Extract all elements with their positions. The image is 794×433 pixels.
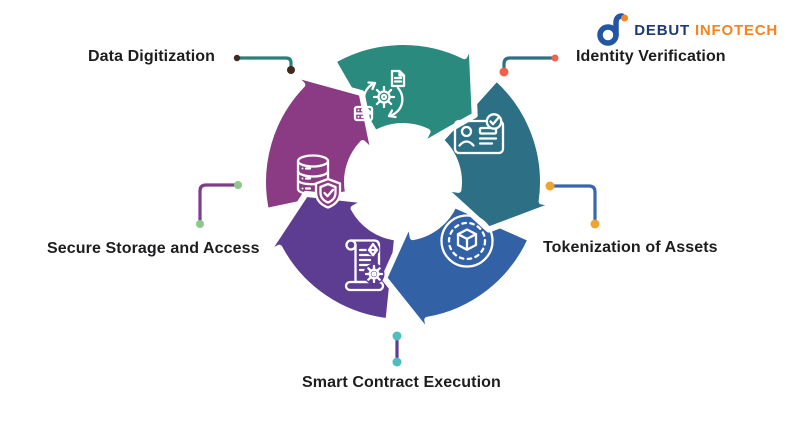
connector-data-digitization bbox=[233, 54, 295, 74]
brand-logo-dot-icon bbox=[621, 14, 629, 22]
database-shield-icon bbox=[296, 154, 342, 209]
label-tokenization: Tokenization of Assets bbox=[543, 239, 718, 256]
process-cycle-icon bbox=[353, 69, 406, 122]
label-data-digitization: Data Digitization bbox=[88, 48, 216, 65]
segments-group bbox=[260, 38, 561, 339]
label-secure-storage: Secure Storage and Access bbox=[47, 240, 260, 257]
connector-tokenization bbox=[545, 181, 600, 229]
label-smart-contract: Smart Contract Execution bbox=[302, 374, 501, 391]
brand-name-secondary: INFOTECH bbox=[694, 21, 778, 39]
brand-name-primary: DEBUT bbox=[634, 21, 690, 39]
token-cube-icon bbox=[440, 214, 494, 268]
id-card-check-icon bbox=[453, 113, 505, 155]
connector-smart-contract bbox=[392, 331, 402, 367]
label-identity-verification: Identity Verification bbox=[576, 48, 726, 65]
connector-secure-storage bbox=[196, 181, 242, 228]
contract-scroll-gear-icon bbox=[344, 239, 385, 292]
segment-tokenization bbox=[381, 201, 534, 339]
connector-identity-verification bbox=[499, 54, 559, 77]
segment-secure-storage-head bbox=[287, 70, 378, 158]
brand-logo-mark bbox=[597, 13, 629, 46]
